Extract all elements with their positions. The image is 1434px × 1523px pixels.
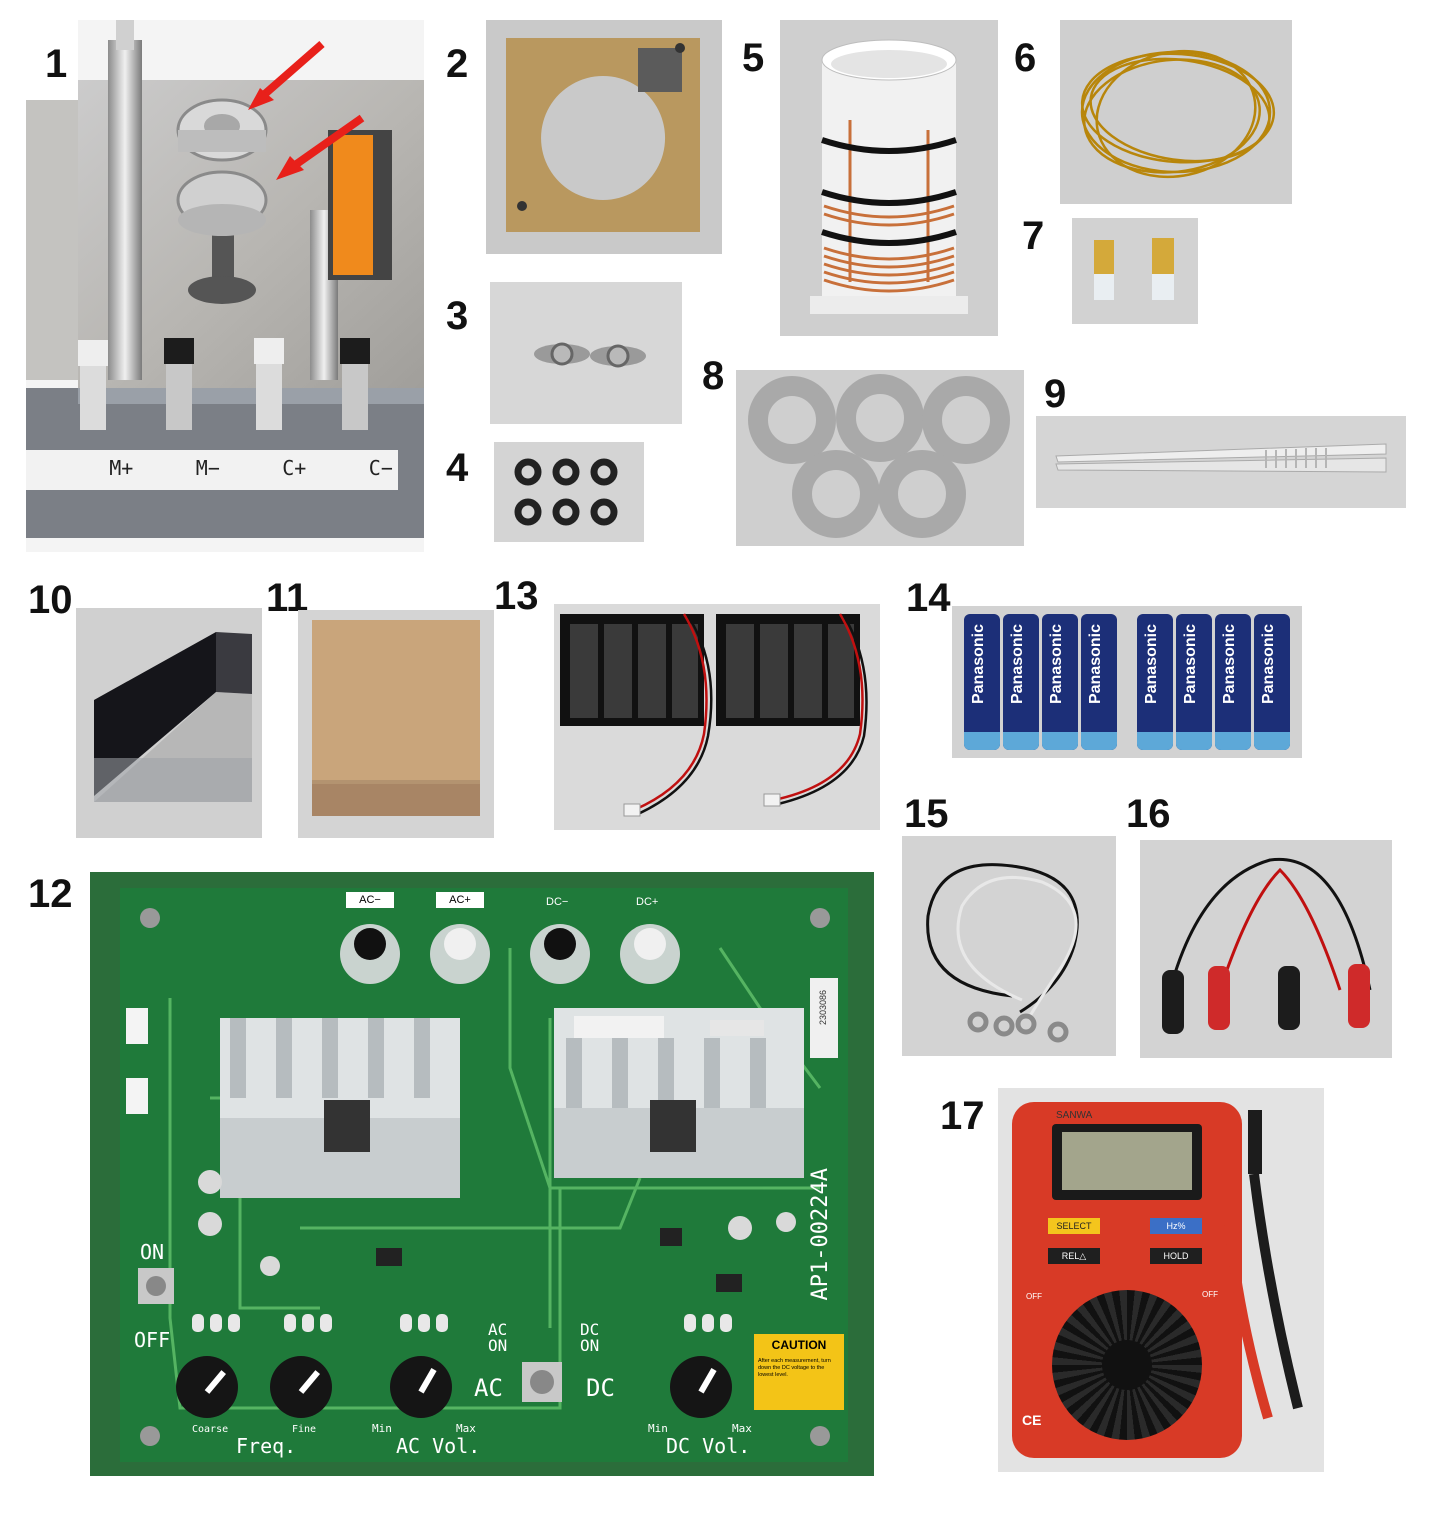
part-number: AP1-00224A: [808, 1168, 833, 1301]
aa-batteries-photo: Panasonic Panasonic Panasonic Panasonic …: [952, 606, 1302, 758]
terminal-label-c-minus: C−: [368, 456, 393, 480]
tweezers-photo: [1036, 416, 1406, 508]
fine-label: Fine: [292, 1424, 317, 1435]
wing-nuts-photo: [490, 282, 682, 424]
battery-brand: Panasonic: [1087, 624, 1104, 705]
freq-label: Freq.: [236, 1434, 297, 1458]
ac-max-label: Max: [456, 1422, 476, 1435]
pcb-surface: AC− AC+ DC− DC+ 2303086 AP1-00224A ON OF…: [120, 888, 848, 1462]
battery-brand: Panasonic: [970, 624, 987, 705]
freq-fine-knob[interactable]: [270, 1356, 332, 1418]
select-button[interactable]: SELECT: [1048, 1218, 1100, 1234]
ac-vol-label: AC Vol.: [396, 1434, 481, 1458]
battery-brand: Panasonic: [1182, 624, 1199, 705]
alligator-clip-leads-photo: [1140, 840, 1392, 1058]
caution-note: After each measurement, turn down the DC…: [758, 1358, 831, 1378]
mounting-plate-photo: [486, 20, 722, 254]
rubber-washers-photo: [494, 442, 644, 542]
battery-brand: Panasonic: [1009, 624, 1026, 705]
battery-brand: Panasonic: [1048, 624, 1065, 705]
item-number-13: 13: [494, 574, 539, 618]
battery-brand: Panasonic: [1221, 624, 1238, 705]
jack-label-dc-minus: DC−: [546, 896, 569, 908]
multimeter-body: SANWA SELECT Hz% REL△ HOLD OFF OFF CE: [1012, 1102, 1242, 1458]
item-number-3: 3: [446, 294, 469, 338]
jack-label-dc-plus: DC+: [636, 896, 659, 908]
item-number-7: 7: [1022, 214, 1045, 258]
item-number-8: 8: [702, 354, 725, 398]
item-number-9: 9: [1044, 372, 1067, 416]
caution-title: CAUTION: [771, 1338, 827, 1352]
item-number-16: 16: [1126, 792, 1171, 836]
ce-mark: CE: [1022, 1412, 1042, 1428]
item-number-10: 10: [28, 578, 73, 622]
item-number-14: 14: [906, 576, 951, 620]
serial-number: 2303086: [818, 990, 828, 1026]
dc-vol-label: DC Vol.: [666, 1434, 751, 1458]
dc-min-label: Min: [648, 1422, 668, 1435]
hz-button[interactable]: Hz%: [1150, 1218, 1202, 1234]
item-number-4: 4: [446, 446, 469, 490]
ac-label: AC: [474, 1374, 503, 1402]
item-number-12: 12: [28, 872, 73, 916]
off-label-left: OFF: [1026, 1292, 1042, 1301]
coil-bobbin-photo: [780, 20, 998, 336]
wire-coil-photo: [1060, 20, 1292, 204]
battery-brand: Panasonic: [1143, 624, 1160, 705]
rotary-dial[interactable]: [1052, 1290, 1202, 1440]
dc-label: DC: [586, 1374, 615, 1402]
lead-wires-photo: [902, 836, 1116, 1056]
multimeter-photo: SANWA SELECT Hz% REL△ HOLD OFF OFF CE: [998, 1088, 1324, 1472]
battery-brand: Panasonic: [1260, 624, 1277, 705]
terminal-label-m-minus: M−: [195, 456, 220, 480]
item-number-2: 2: [446, 42, 469, 86]
coarse-label: Coarse: [192, 1424, 229, 1435]
ac-min-label: Min: [372, 1422, 392, 1435]
ac-vol-knob[interactable]: [390, 1356, 452, 1418]
rel-button[interactable]: REL△: [1048, 1248, 1100, 1264]
large-washers-photo: [736, 370, 1024, 546]
terminal-label-m-plus: M+: [109, 456, 134, 480]
item-number-6: 6: [1014, 36, 1037, 80]
item-number-15: 15: [904, 792, 949, 836]
prism-photo: [76, 608, 262, 838]
off-label-right: OFF: [1202, 1290, 1218, 1299]
item-number-5: 5: [742, 36, 765, 80]
hold-button[interactable]: HOLD: [1150, 1248, 1202, 1264]
ac-on-label: AC ON: [488, 1320, 508, 1355]
terminal-label-c-plus: C+: [282, 456, 307, 480]
item-number-1: 1: [45, 42, 68, 86]
caution-sticker: CAUTION After each measurement, turn dow…: [754, 1334, 844, 1410]
power-supply-board: AC− AC+ DC− DC+ 2303086 AP1-00224A ON OF…: [90, 872, 874, 1476]
serial-sticker: 2303086: [810, 978, 838, 1058]
magnet-stand-base-left: [26, 100, 78, 552]
item-number-17: 17: [940, 1094, 985, 1138]
battery-holders-photo: [554, 604, 880, 830]
dc-on-label: DC ON: [580, 1320, 600, 1355]
power-off-label: OFF: [134, 1328, 171, 1352]
power-on-label: ON: [140, 1240, 165, 1264]
multimeter-display: [1052, 1124, 1202, 1200]
freq-coarse-knob[interactable]: [176, 1356, 238, 1418]
cork-block-photo: [298, 610, 494, 838]
mirror-chips-photo: [1072, 218, 1198, 324]
dc-max-label: Max: [732, 1422, 752, 1435]
jack-label-ac-plus: AC+: [436, 892, 484, 908]
jack-label-ac-minus: AC−: [346, 892, 394, 908]
multimeter-brand: SANWA: [1056, 1110, 1093, 1121]
magnet-stand-photo: M+ M− C+ C−: [78, 20, 424, 552]
dc-vol-knob[interactable]: [670, 1356, 732, 1418]
